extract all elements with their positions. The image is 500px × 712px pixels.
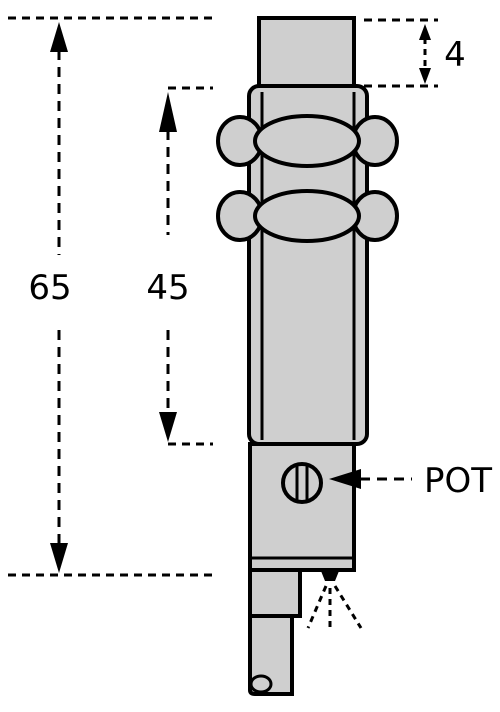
dimension-top-offset <box>364 18 438 88</box>
pot-pointer <box>329 469 412 489</box>
cable-end <box>249 674 273 694</box>
label-overall-length: 65 <box>28 268 71 308</box>
led-indicator-icon <box>306 571 363 629</box>
mounting-nut-upper <box>216 114 399 168</box>
dimension-overall <box>8 16 213 577</box>
mounting-nut-lower <box>216 189 399 243</box>
label-body-length: 45 <box>146 268 189 308</box>
connector-block <box>248 568 302 618</box>
cable <box>248 614 294 696</box>
dimension-body <box>159 86 213 446</box>
label-top-offset: 4 <box>444 35 466 75</box>
label-pot: POT <box>424 461 492 501</box>
slotted-screw-icon <box>281 462 323 504</box>
sensor-top-cap <box>257 16 356 90</box>
